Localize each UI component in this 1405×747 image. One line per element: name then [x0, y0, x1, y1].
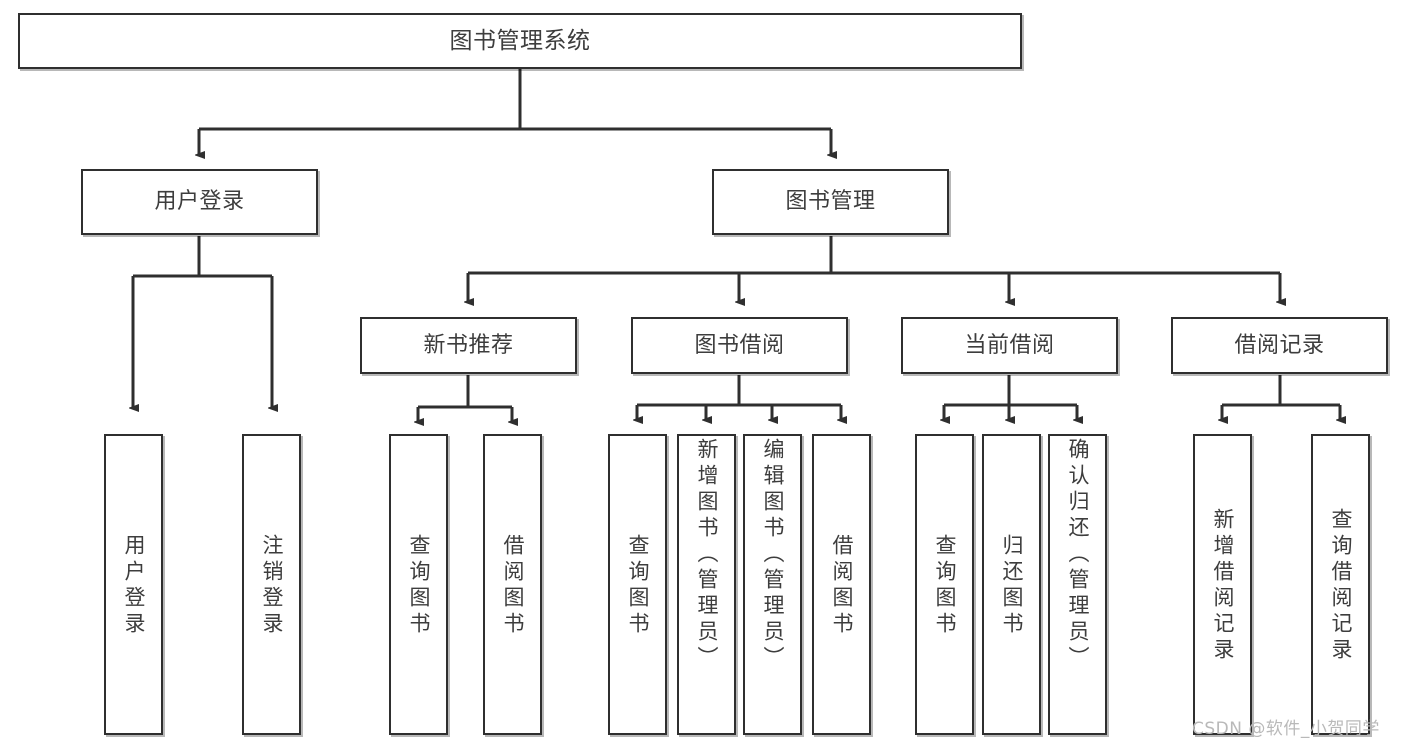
- node-label: 查询借阅记录: [1329, 507, 1353, 664]
- node-label: 新书推荐: [423, 332, 514, 358]
- node-label: 注销登录: [260, 533, 284, 638]
- node-new-book-recommend[interactable]: 新书推荐: [360, 317, 577, 374]
- node-user-login[interactable]: 用户登录: [81, 169, 318, 235]
- node-label: 新增借阅记录: [1211, 507, 1235, 664]
- node-label: 确认归还（管理员）: [1066, 438, 1090, 672]
- leaf-return-book[interactable]: 归还图书: [982, 434, 1041, 735]
- leaf-borrow-book-recommend[interactable]: 借阅图书: [483, 434, 542, 735]
- node-current-borrow[interactable]: 当前借阅: [901, 317, 1118, 374]
- node-label: 图书管理: [785, 189, 876, 215]
- node-book-management[interactable]: 图书管理: [712, 169, 949, 235]
- node-label: 用户登录: [154, 189, 245, 215]
- leaf-add-book-admin[interactable]: 新增图书（管理员）: [677, 434, 736, 735]
- leaf-edit-book-admin[interactable]: 编辑图书（管理员）: [743, 434, 802, 735]
- leaf-borrow-book[interactable]: 借阅图书: [812, 434, 871, 735]
- node-label: 查询图书: [626, 533, 650, 638]
- leaf-user-login[interactable]: 用户登录: [104, 434, 163, 735]
- csdn-watermark: CSDN @软件_小贺同学: [1192, 719, 1380, 739]
- leaf-query-book-current[interactable]: 查询图书: [915, 434, 974, 735]
- node-label: 查询图书: [933, 533, 957, 638]
- leaf-query-book-borrow[interactable]: 查询图书: [608, 434, 667, 735]
- node-book-borrow[interactable]: 图书借阅: [631, 317, 848, 374]
- node-label: 当前借阅: [964, 332, 1055, 358]
- node-label: 借阅记录: [1234, 332, 1325, 358]
- node-label: 借阅图书: [830, 533, 854, 638]
- node-label: 查询图书: [407, 533, 431, 638]
- node-root-system[interactable]: 图书管理系统: [18, 13, 1022, 69]
- node-label: 编辑图书（管理员）: [761, 438, 785, 672]
- leaf-confirm-return-admin[interactable]: 确认归还（管理员）: [1048, 434, 1107, 735]
- node-label: 图书借阅: [694, 332, 785, 358]
- leaf-query-borrow-record[interactable]: 查询借阅记录: [1311, 434, 1370, 735]
- node-label: 归还图书: [1000, 533, 1024, 638]
- node-label: 新增图书（管理员）: [695, 438, 719, 672]
- node-label: 图书管理系统: [449, 27, 591, 54]
- leaf-add-borrow-record[interactable]: 新增借阅记录: [1193, 434, 1252, 735]
- node-label: 用户登录: [122, 533, 146, 638]
- leaf-query-book-recommend[interactable]: 查询图书: [389, 434, 448, 735]
- leaf-logout[interactable]: 注销登录: [242, 434, 301, 735]
- node-borrow-records[interactable]: 借阅记录: [1171, 317, 1388, 374]
- node-label: 借阅图书: [501, 533, 525, 638]
